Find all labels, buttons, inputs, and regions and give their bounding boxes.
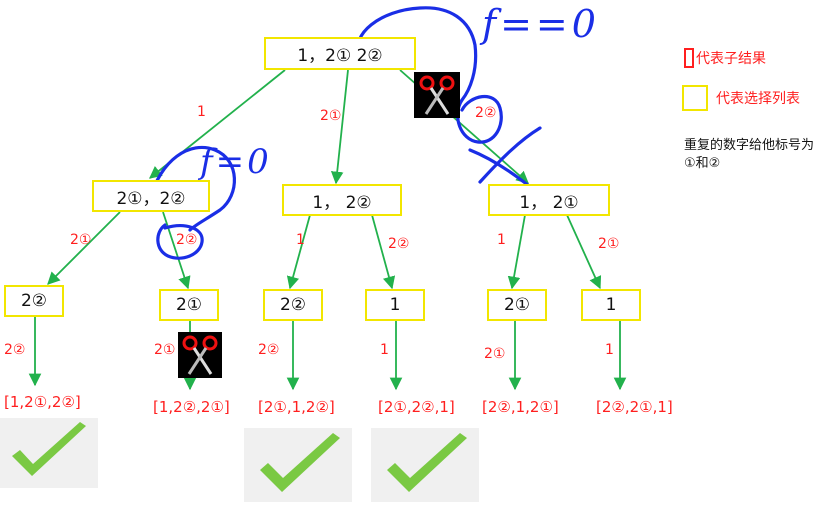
legend-choice: 代表选择列表 bbox=[682, 85, 800, 111]
edge-label-leaf-2: 2① bbox=[154, 342, 176, 358]
scissors-icon bbox=[178, 332, 222, 378]
legend-note: 重复的数字给他标号为①和② bbox=[684, 138, 815, 171]
legend-result: 代表子结果 bbox=[684, 48, 766, 68]
result-4: [2①,2②,1] bbox=[378, 398, 455, 416]
edge-label-leaf-6: 1 bbox=[605, 342, 614, 358]
edge-label-c-left: 1 bbox=[497, 232, 506, 248]
check-icon bbox=[260, 433, 340, 492]
result-5: [2②,1,2①] bbox=[482, 398, 559, 416]
result-3: [2①,1,2②] bbox=[258, 398, 335, 416]
result-6: [2②,2①,1] bbox=[596, 398, 673, 416]
ink-curve-left bbox=[148, 145, 236, 232]
edge-a-right bbox=[162, 211, 191, 290]
edge-label-root-left: 1 bbox=[197, 104, 206, 120]
edge-label-leaf-5: 2① bbox=[484, 346, 506, 362]
edge-c-left bbox=[507, 214, 526, 290]
yellow-box-icon bbox=[682, 85, 708, 111]
result-1: [1,2①,2②] bbox=[4, 393, 81, 411]
node-a: 2①，2② bbox=[92, 180, 210, 212]
edge-label-leaf-4: 1 bbox=[380, 342, 389, 358]
annotation-left: f=0 bbox=[200, 142, 272, 182]
ink-loop-right bbox=[456, 95, 503, 144]
edge-b-right bbox=[371, 214, 396, 290]
edge-root-mid bbox=[330, 69, 349, 185]
node-leaf-1: 2② bbox=[4, 285, 64, 317]
ink-x-mark-1 bbox=[478, 126, 542, 184]
bracket-icon bbox=[684, 48, 694, 68]
ink-circle-left bbox=[156, 223, 204, 260]
edge-label-root-mid: 2① bbox=[320, 108, 342, 124]
node-root: 1，2① 2② bbox=[264, 37, 416, 70]
scissors-icon bbox=[414, 72, 460, 118]
result-2: [1,2②,2①] bbox=[153, 398, 230, 416]
edge-label-leaf-1: 2② bbox=[4, 342, 26, 358]
node-leaf-6: 1 bbox=[581, 289, 641, 321]
check-panel-1 bbox=[0, 418, 98, 488]
node-leaf-5: 2① bbox=[487, 289, 547, 321]
node-c: 1， 2① bbox=[488, 184, 610, 216]
edge-label-a-left: 2① bbox=[70, 232, 92, 248]
legend-choice-text: 代表选择列表 bbox=[716, 91, 800, 107]
check-panel-2 bbox=[244, 428, 352, 502]
edge-c-right bbox=[566, 214, 602, 290]
node-leaf-4: 1 bbox=[365, 289, 425, 321]
node-b: 1， 2② bbox=[282, 184, 402, 216]
legend-result-text: 代表子结果 bbox=[696, 51, 766, 67]
check-icon bbox=[387, 433, 467, 492]
annotation-top: f==0 bbox=[482, 2, 600, 46]
edge-label-leaf-3: 2② bbox=[258, 342, 280, 358]
edge-a-left bbox=[47, 211, 121, 285]
edge-b-left bbox=[286, 214, 311, 290]
check-panel-3 bbox=[371, 428, 479, 502]
edge-label-b-left: 1 bbox=[296, 232, 305, 248]
node-leaf-3: 2② bbox=[263, 289, 323, 321]
edge-label-c-right: 2① bbox=[598, 236, 620, 252]
edge-label-b-right: 2② bbox=[388, 236, 410, 252]
check-icon bbox=[12, 422, 86, 476]
node-leaf-2: 2① bbox=[159, 289, 219, 321]
ink-curve-top bbox=[356, 6, 478, 102]
edge-label-a-right: 2② bbox=[176, 232, 198, 248]
edge-label-root-right: 2② bbox=[475, 105, 497, 121]
